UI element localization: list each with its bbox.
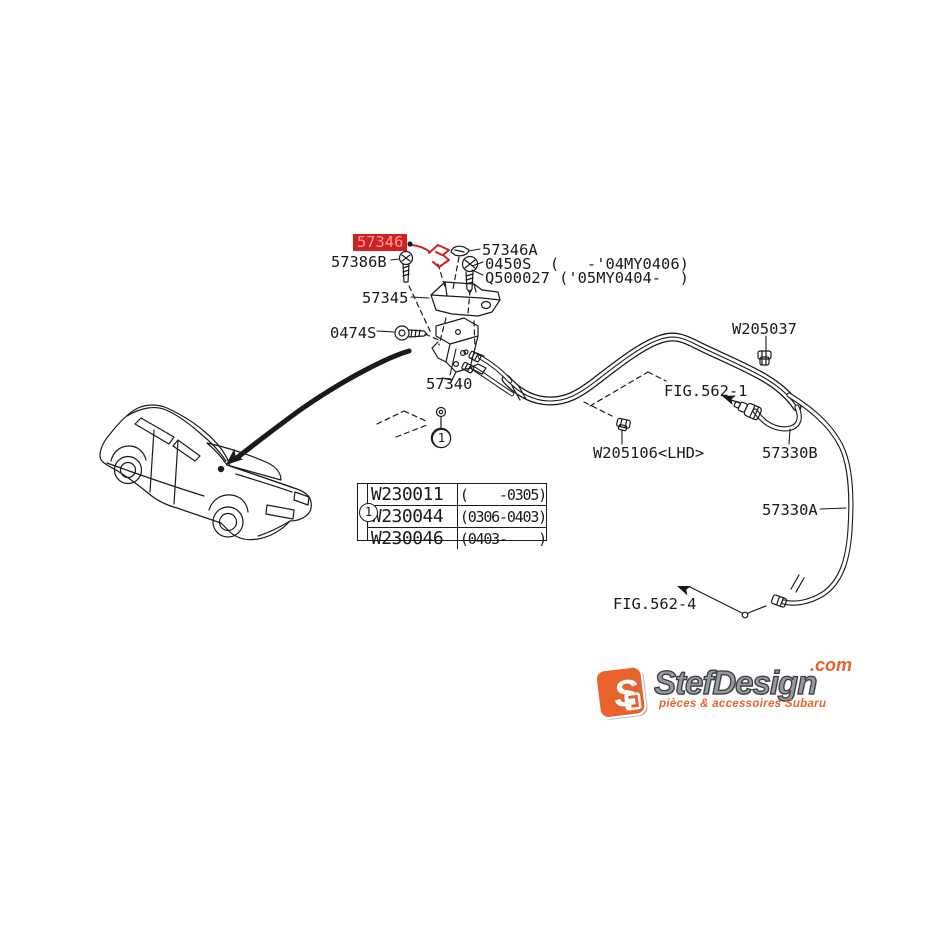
- table-date-range: (0306-0403): [459, 507, 546, 526]
- table-callout-circle-1: 1: [359, 503, 378, 522]
- part-label-57330A[interactable]: 57330A: [762, 501, 818, 519]
- cable-57330a: [741, 392, 854, 619]
- highlighted-part-57346[interactable]: [411, 244, 450, 268]
- table-rows: W230011( -0305)W230044(0306-0403)W230046…: [367, 484, 546, 549]
- leader-dot: [407, 241, 413, 247]
- table-marker-column: 1: [358, 484, 378, 540]
- table-date-range: ( -0305): [459, 485, 546, 504]
- part-label-W205037[interactable]: W205037: [732, 320, 797, 338]
- stefdesign-logo-icon: S: [597, 665, 648, 720]
- stefdesign-logo-tagline: pièces & accessoires Subaru: [659, 698, 827, 710]
- table-row: W230011( -0305): [367, 484, 546, 506]
- stefdesign-logo[interactable]: S StefDesign .com pièces & accessoires S…: [597, 655, 872, 729]
- part-label-57340[interactable]: 57340: [426, 375, 473, 393]
- latch-57340: [431, 317, 487, 381]
- car-illustration: [99, 404, 312, 541]
- screw-0450s: [461, 255, 479, 294]
- part-label-57346A[interactable]: 57346A: [482, 241, 538, 259]
- part-label-57345[interactable]: 57345: [362, 289, 409, 307]
- table-row: W230044(0306-0403): [367, 506, 546, 528]
- pointer-arrow: [217, 348, 412, 473]
- table-part-number: W230044: [368, 506, 458, 527]
- bracket-57345: [430, 281, 501, 317]
- highlighted-part-label-57346[interactable]: 57346: [353, 234, 408, 251]
- fig-arrowheads: [677, 395, 736, 596]
- dashed-guides: [376, 256, 667, 438]
- part-label-FIG562-4[interactable]: FIG.562-4: [613, 595, 697, 613]
- part-label-FIG562-1[interactable]: FIG.562-1: [664, 382, 748, 400]
- applicability-table: 1 W230011( -0305)W230044(0306-0403)W2300…: [357, 483, 547, 549]
- part-label-W205106[interactable]: W205106<LHD>: [593, 444, 705, 462]
- part-label-0474S[interactable]: 0474S: [330, 324, 377, 342]
- stefdesign-logo-name: StefDesign: [653, 663, 818, 701]
- cable-assembly: [453, 332, 854, 619]
- table-date-range: (0403- ): [459, 529, 546, 548]
- table-row: W230046(0403- ): [368, 528, 546, 549]
- clip-w205037: [757, 350, 772, 366]
- table-part-number: W230011: [368, 484, 458, 505]
- cable-pair-main: [501, 332, 802, 412]
- stefdesign-logo-tld: .com: [810, 655, 853, 675]
- leader-lines: [376, 248, 847, 614]
- part-label-Q500027[interactable]: Q500027 ('05MY0404- ): [485, 269, 689, 287]
- callout-circle-1: 1: [432, 429, 451, 448]
- part-label-57386B[interactable]: 57386B: [331, 253, 387, 271]
- cable-57330b: [727, 398, 802, 432]
- cable-tie: [511, 384, 527, 401]
- table-part-number: W230046: [368, 528, 458, 549]
- part-label-0450S[interactable]: 0450S ( -'04MY0406): [485, 255, 689, 273]
- part-label-57330B[interactable]: 57330B: [762, 444, 818, 462]
- cap-57346a: [450, 245, 470, 257]
- screw-0474s: [394, 325, 428, 341]
- screw-57386b: [398, 250, 414, 283]
